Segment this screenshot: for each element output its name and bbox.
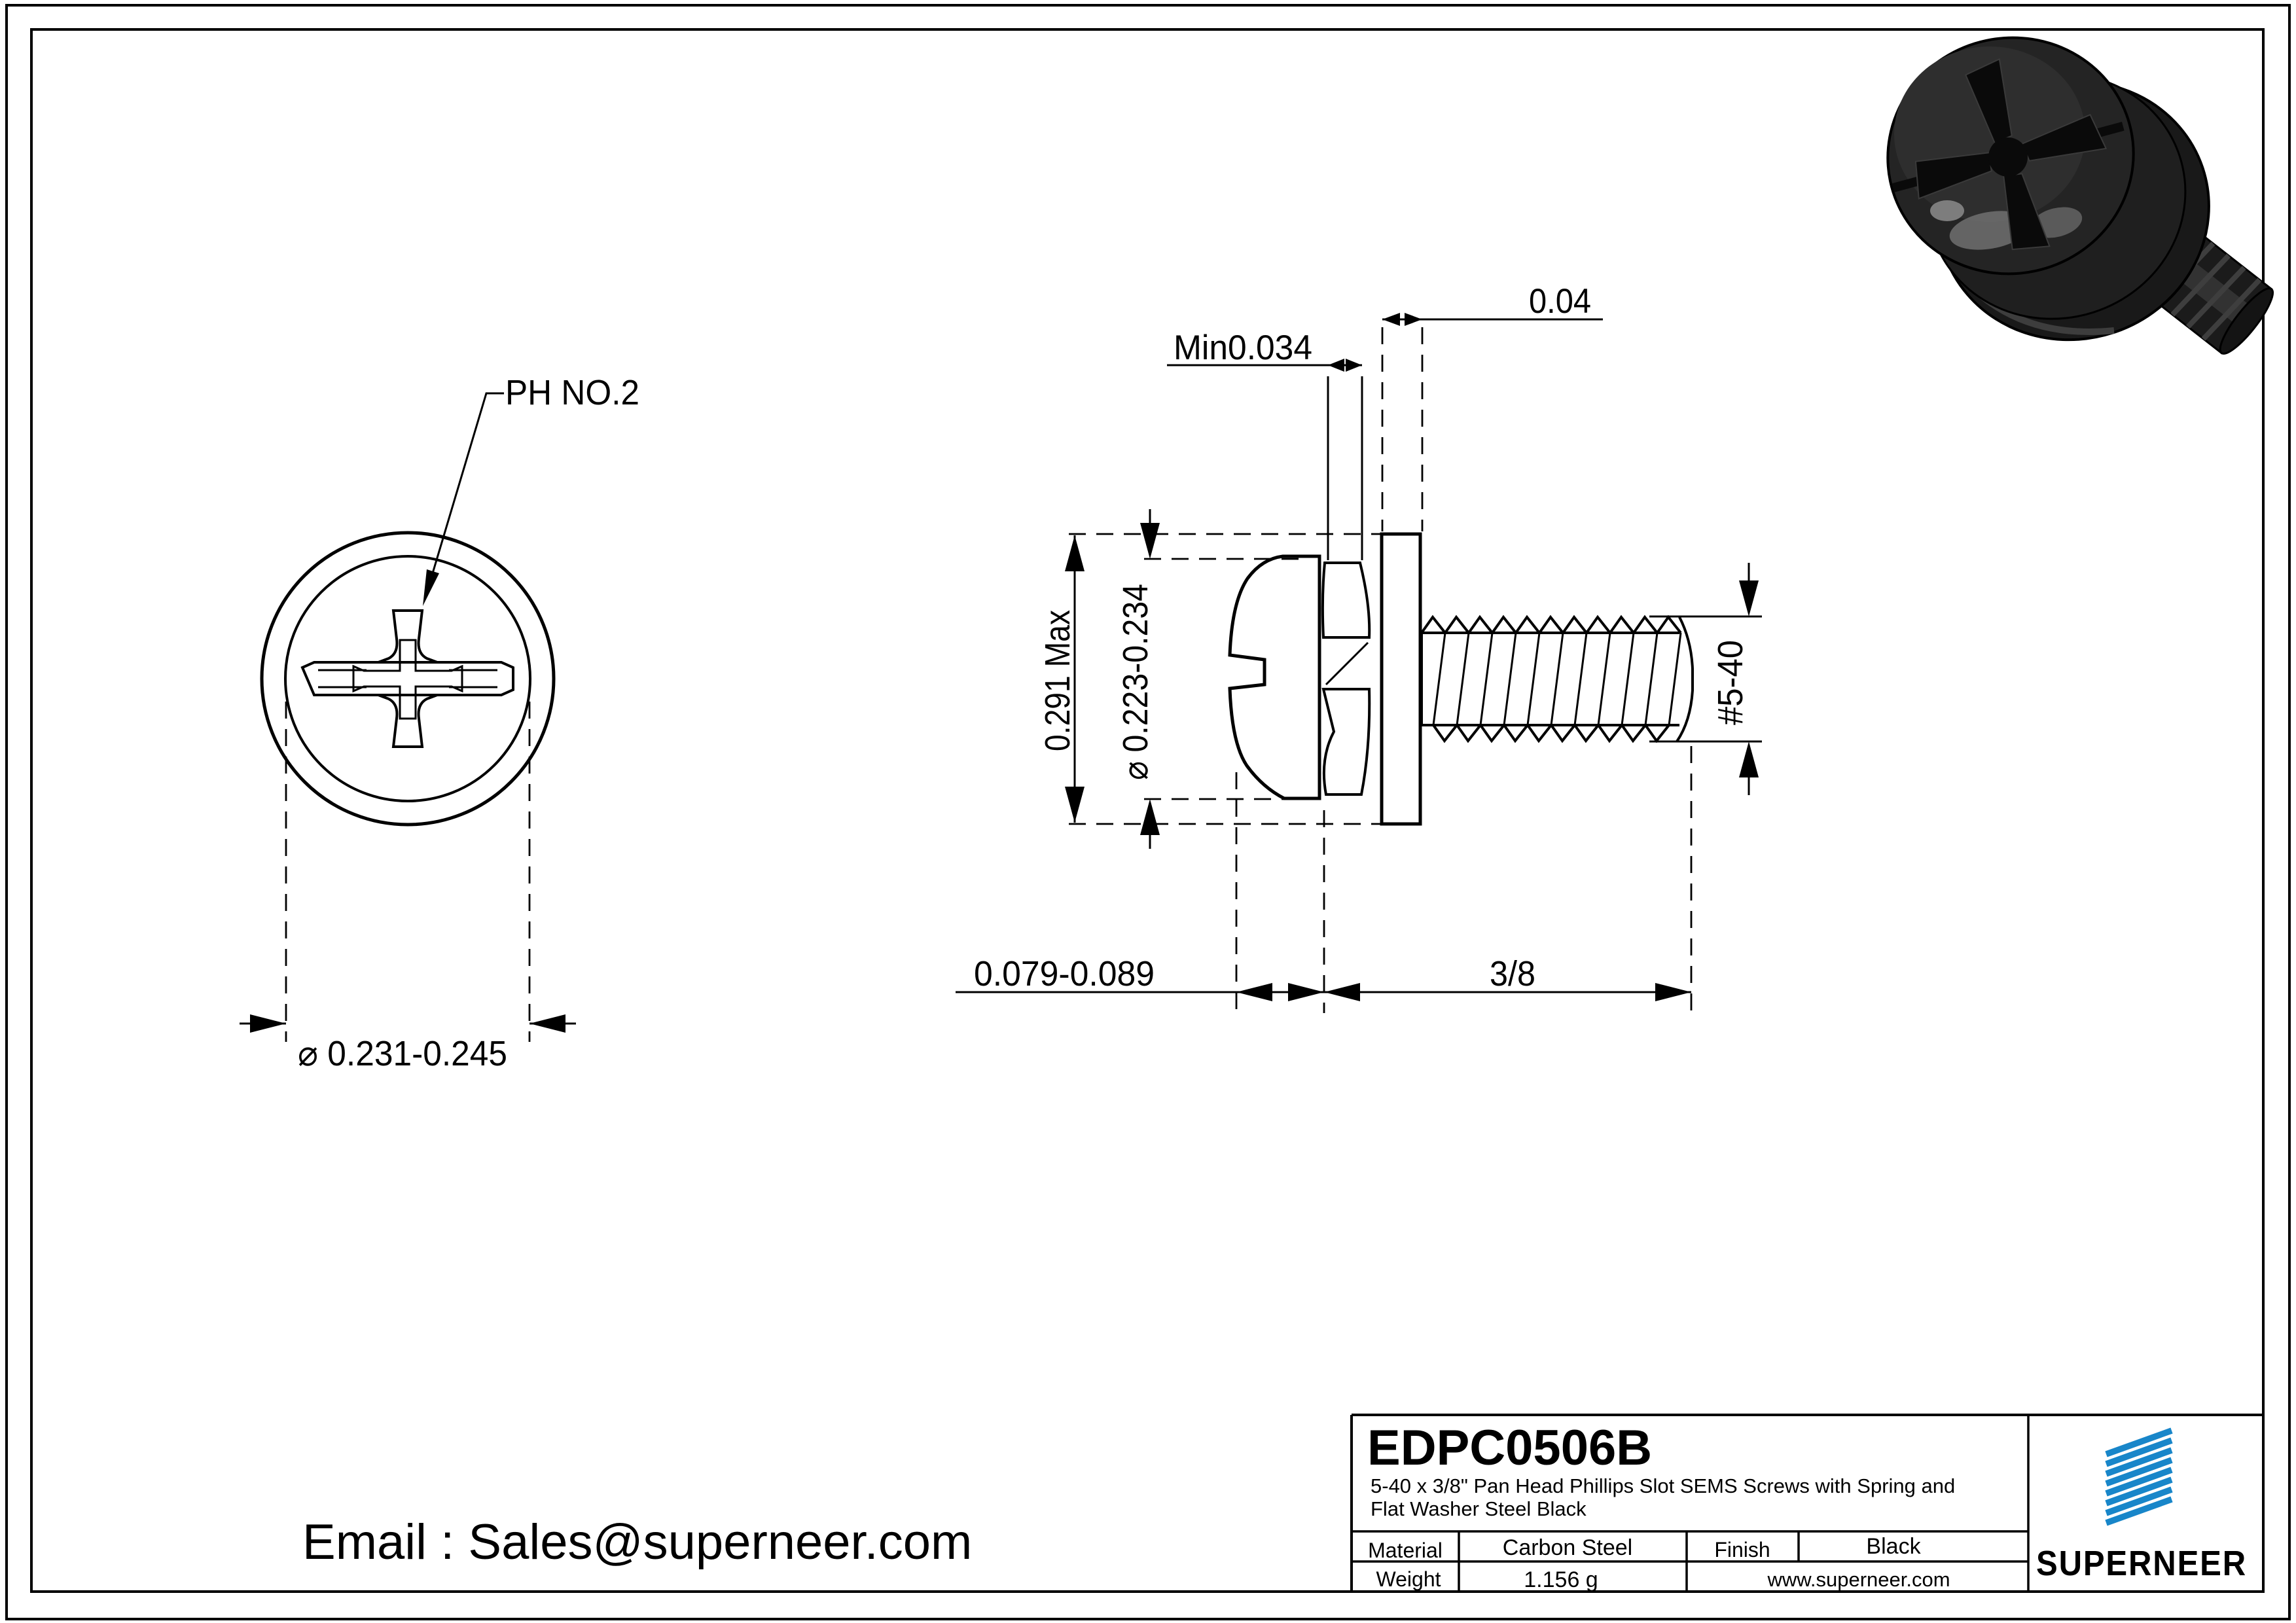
inner-border [30, 28, 2265, 1593]
arrow-washer-od-top [1065, 535, 1085, 571]
arrow-thread-top [1739, 580, 1759, 616]
weight-value: 1.156 g [1524, 1567, 1598, 1592]
drive-center-3d [1988, 137, 2028, 177]
arrow-spring-right [1346, 359, 1362, 372]
email-text[interactable]: Email : Sales@superneer.com [302, 1514, 972, 1570]
head-inner-circle [284, 555, 531, 802]
description-line1: 5-40 x 3/8" Pan Head Phillips Slot SEMS … [1371, 1474, 1955, 1497]
brand-name: SUPERNEER [2036, 1544, 2247, 1583]
head-outer-circle [260, 531, 556, 827]
spring-washer-lower [1321, 688, 1371, 796]
flat-washer [1380, 532, 1422, 826]
thread-tip [1676, 616, 1694, 743]
leader-arrow [423, 569, 439, 606]
pan-head [1228, 554, 1321, 800]
arrow-thread-bottom [1739, 741, 1759, 777]
arrow-head-od-top [1140, 523, 1160, 559]
fw-thickness-text: 0.04 [1529, 282, 1591, 321]
outer-border [5, 4, 2291, 1620]
thread-length-text: 3/8 [1490, 954, 1535, 993]
phillips-wing-bottom [378, 694, 438, 748]
slot-bar-inner-lines [318, 669, 497, 688]
head-od-text: ⌀ 0.223-0.234 [1116, 584, 1155, 780]
finish-label: Finish [1714, 1538, 1770, 1561]
side-view: 0.291 Max ⌀ 0.223-0.234 Min0.034 0.04 #5… [956, 282, 1762, 1013]
arrow-spring-left [1328, 359, 1344, 372]
leader-line [425, 392, 504, 594]
material-label: Material [1368, 1539, 1443, 1562]
arrow-front-od-left [250, 1014, 286, 1033]
finish-value: Black [1866, 1534, 1921, 1559]
phillips-wing-top [378, 609, 438, 664]
head-height-text: 0.079-0.089 [974, 954, 1155, 993]
arrow-washer-od-bottom [1065, 787, 1085, 823]
arrow-front-od-right [529, 1014, 565, 1033]
thread-crest-bottom [1432, 722, 1670, 743]
arrow-tl-right [1655, 983, 1691, 1001]
material-value: Carbon Steel [1503, 1535, 1632, 1560]
arrow-head-od-bottom [1140, 799, 1160, 835]
spring-thickness-text: Min0.034 [1174, 329, 1312, 367]
weight-label: Weight [1376, 1567, 1441, 1591]
slot-bar [300, 661, 514, 696]
thread-flanks [1432, 632, 1682, 726]
arrow-tl-left [1324, 983, 1360, 1001]
arrow-hh-right [1288, 983, 1324, 1001]
arrow-hh-left [1236, 983, 1272, 1001]
thread-crest-top [1420, 615, 1682, 635]
arrow-fw-left [1382, 313, 1400, 326]
front-od-text: ⌀ 0.231-0.245 [298, 1034, 507, 1073]
website-link[interactable]: www.superneer.com [1767, 1568, 1950, 1591]
drive-label: PH NO.2 [505, 373, 639, 412]
front-view: PH NO.2 ⌀ 0.231-0.245 [240, 373, 639, 1073]
screw-3d-render [1886, 36, 2274, 355]
description-line2: Flat Washer Steel Black [1371, 1497, 1587, 1520]
part-number: EDPC0506B [1367, 1420, 1652, 1476]
superneer-logo [2105, 1427, 2173, 1526]
spring-washer-split [1325, 641, 1369, 686]
title-block: EDPC0506B 5-40 x 3/8" Pan Head Phillips … [1350, 1414, 2263, 1592]
thread-size-text: #5-40 [1711, 640, 1750, 725]
phillips-inner-cross [352, 639, 463, 720]
shank-tip [2219, 287, 2274, 355]
head-specular-3 [1930, 200, 1964, 221]
arrow-fw-right [1405, 313, 1422, 326]
spring-washer-upper [1321, 562, 1371, 639]
washer-od-text: 0.291 Max [1038, 610, 1077, 751]
